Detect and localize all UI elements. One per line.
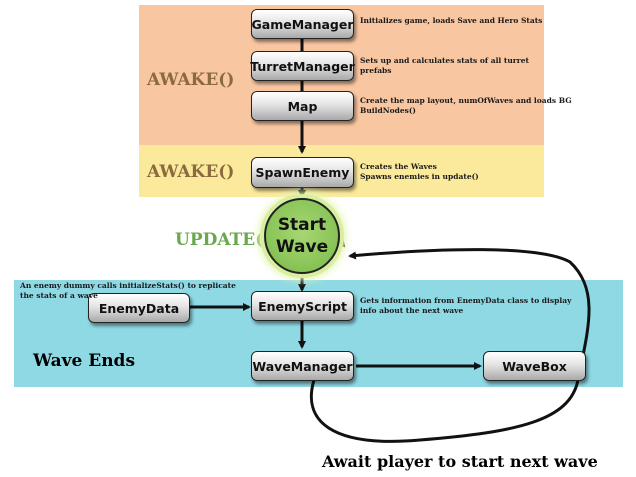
note-turretmanager-line-2: prefabs xyxy=(360,66,392,75)
note-map: Create the map layout, numOfWaves and lo… xyxy=(360,96,572,116)
note-spawnenemy-line-2: Spawns enemies in update() xyxy=(360,172,479,181)
node-turretmanager: TurretManager xyxy=(250,51,355,81)
note-gamemanager-text: Initializes game, loads Save and Hero St… xyxy=(360,16,543,25)
note-turretmanager-line-1: Sets up and calculates stats of all turr… xyxy=(360,56,529,65)
phase-label-awake-2: AWAKE() xyxy=(147,162,235,182)
node-enemyscript: EnemyScript xyxy=(251,291,354,321)
phase-label-awake-1: AWAKE() xyxy=(147,70,235,90)
note-enemydata-line-2: the stats of a wave xyxy=(20,291,98,300)
loop-label: Await player to start next wave xyxy=(322,452,598,471)
note-map-line-2: BuildNodes() xyxy=(360,106,416,115)
phase-label-update: UPDATE() xyxy=(175,230,272,250)
node-wavemanager: WaveManager xyxy=(251,351,354,381)
node-gamemanager: GameManager xyxy=(251,9,354,39)
note-enemyscript-line-2: info about the next wave xyxy=(360,306,464,315)
note-enemydata-line-1: An enemy dummy calls initializeStats() t… xyxy=(20,281,236,290)
note-enemydata: An enemy dummy calls initializeStats() t… xyxy=(20,281,236,301)
node-enemydata: EnemyData xyxy=(88,293,190,323)
node-spawnenemy: SpawnEnemy xyxy=(251,157,354,188)
note-spawnenemy-line-1: Creates the Waves xyxy=(360,162,437,171)
note-spawnenemy: Creates the Waves Spawns enemies in upda… xyxy=(360,162,479,182)
note-map-line-1: Create the map layout, numOfWaves and lo… xyxy=(360,96,572,105)
node-wavebox: WaveBox xyxy=(483,351,586,381)
note-gamemanager: Initializes game, loads Save and Hero St… xyxy=(360,16,542,26)
note-turretmanager: Sets up and calculates stats of all turr… xyxy=(360,56,529,76)
node-start-wave: Start Wave xyxy=(264,198,340,274)
note-enemyscript: Gets information from EnemyData class to… xyxy=(360,296,571,316)
start-wave-line-1: Start xyxy=(277,215,327,235)
edge-loop-back-to-startwave xyxy=(309,248,591,443)
node-map: Map xyxy=(251,91,354,121)
note-enemyscript-line-1: Gets information from EnemyData class to… xyxy=(360,296,572,305)
start-wave-line-2: Wave xyxy=(275,237,329,257)
phase-label-wave-ends: Wave Ends xyxy=(33,351,136,371)
